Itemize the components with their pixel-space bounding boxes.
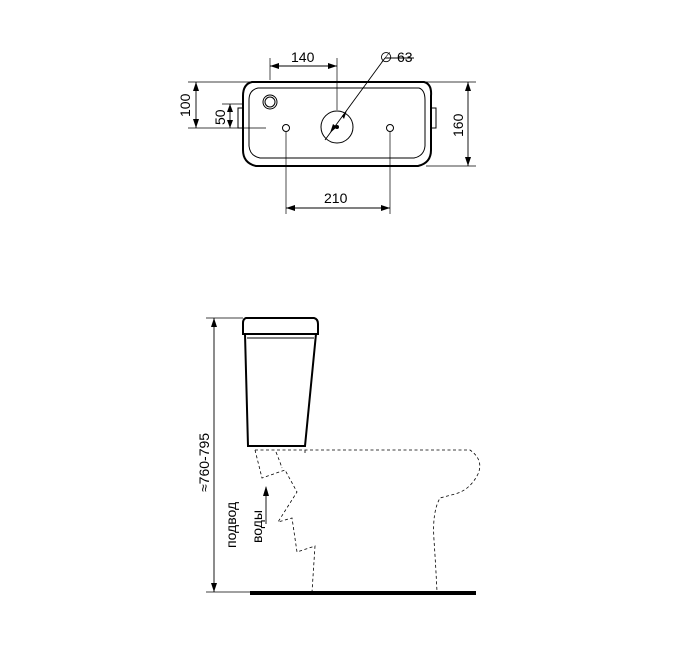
inlet-hole	[262, 94, 278, 110]
cistern-body	[243, 333, 318, 447]
water-inlet-label-line2: воды	[249, 510, 265, 543]
tank-right-notch	[431, 107, 437, 129]
cistern-lid	[242, 317, 319, 335]
tank-top-outline	[242, 81, 433, 167]
dim-total-height: ≈760-795	[196, 433, 212, 492]
mount-hole-left	[282, 124, 290, 132]
dim-hole-diameter: 63	[397, 49, 413, 65]
dim-height: 160	[450, 113, 466, 137]
dim-depth-total: 100	[177, 93, 193, 117]
top-view: ∅ 63 140 100 50 160 210	[177, 49, 476, 214]
mount-hole-right	[386, 124, 394, 132]
dim-mount-spacing: 210	[324, 190, 348, 206]
dim-button-offset: 140	[291, 49, 315, 65]
water-inlet-label-line1: подвод	[223, 502, 239, 548]
inlet-hole-inner	[264, 96, 276, 108]
diameter-symbol: ∅	[380, 49, 392, 65]
dim-depth-holes: 50	[212, 109, 228, 125]
side-view: ≈760-795 подвод воды	[196, 317, 481, 595]
tank-top-inner-edge	[248, 87, 426, 159]
flush-button-hole	[320, 110, 354, 144]
